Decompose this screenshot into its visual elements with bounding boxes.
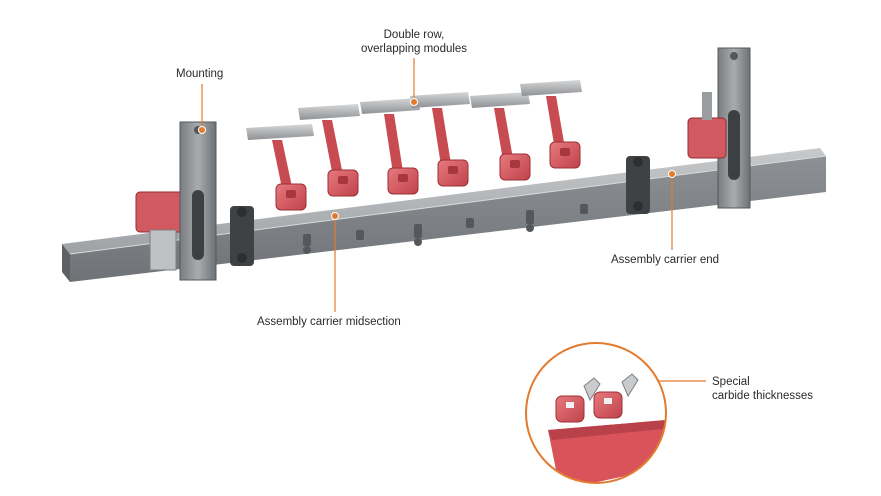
label-carbide: Special carbide thicknesses <box>712 375 813 403</box>
label-carrier-end: Assembly carrier end <box>611 254 720 266</box>
cleaner-modules <box>246 80 582 211</box>
label-double-row-line1: Double row, <box>383 29 445 41</box>
label-double-row-line2: overlapping modules <box>360 43 468 55</box>
module-holder-slots <box>286 148 570 198</box>
label-carbide-line2: carbide thicknesses <box>712 390 813 402</box>
right-mounting <box>687 47 751 209</box>
label-mounting: Mounting <box>176 68 224 80</box>
left-mounting <box>135 121 217 281</box>
callout-leaders <box>201 58 706 382</box>
label-carrier-midsection: Assembly carrier midsection <box>257 316 401 328</box>
label-double-row: Double row, overlapping modules <box>346 28 482 56</box>
beam-clamps <box>230 156 650 266</box>
carbide-detail-inset <box>525 342 667 484</box>
label-carbide-line1: Special <box>712 376 750 388</box>
beam-bolts <box>303 204 588 254</box>
module-blades-back <box>246 80 582 140</box>
